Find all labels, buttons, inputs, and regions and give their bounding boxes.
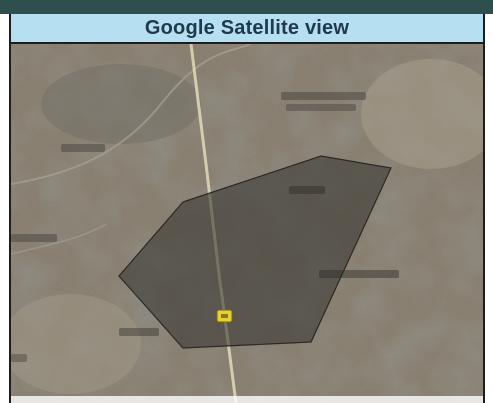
map-canvas[interactable]: [11, 44, 483, 403]
secondary-road: [11, 223, 107, 255]
location-marker-icon[interactable]: [216, 309, 233, 323]
map-bottom-edge: [11, 396, 483, 403]
panel-title: Google Satellite view: [144, 16, 350, 39]
terrain-dark-patch: [41, 64, 201, 144]
secondary-road: [11, 44, 252, 185]
terrain-light-patch: [11, 294, 141, 394]
top-bar: [0, 0, 493, 14]
place-label-marks: [11, 92, 399, 362]
map-panel: Google Satellite view: [9, 14, 485, 403]
satellite-map[interactable]: [11, 44, 483, 403]
boundary-polygon[interactable]: [118, 155, 392, 349]
terrain-light-patch: [361, 59, 483, 169]
panel-header: Google Satellite view: [11, 14, 483, 44]
